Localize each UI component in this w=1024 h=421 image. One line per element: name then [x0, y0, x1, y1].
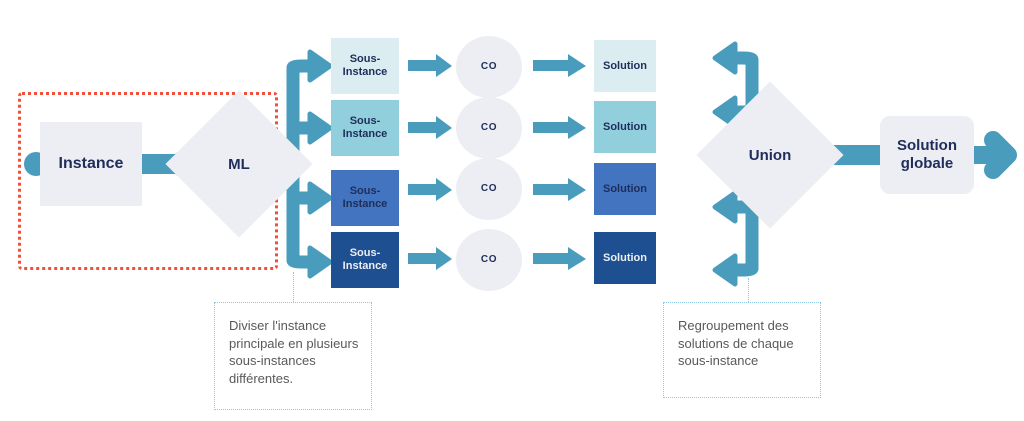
arrow-sub-to-co-4 [408, 247, 452, 270]
split-note-connector [293, 272, 294, 302]
co-circle-2[interactable]: CO [456, 97, 522, 159]
solution-box-4[interactable]: Solution [594, 232, 656, 284]
split-head-3 [307, 181, 333, 215]
ml-label: ML [228, 155, 250, 173]
arrow-co-to-sol-1 [533, 54, 586, 77]
ml-diamond[interactable]: ML [165, 90, 313, 238]
merge-arm-1 [723, 51, 759, 67]
sous-instance-box-4[interactable]: Sous-Instance [331, 232, 399, 288]
split-head-2 [307, 111, 333, 145]
arrow-co-to-sol-4 [533, 247, 586, 270]
union-label: Union [748, 146, 792, 164]
solution-label-1: Solution [603, 59, 647, 72]
sous-instance-box-2[interactable]: Sous-Instance [331, 100, 399, 156]
solution-box-3[interactable]: Solution [594, 163, 656, 215]
split-head-4 [307, 245, 333, 279]
co-label-3: CO [480, 183, 498, 195]
split-note-text: Diviser l'instance principale en plusieu… [229, 318, 359, 386]
sous-instance-box-1[interactable]: Sous-Instance [331, 38, 399, 94]
sous-instance-label-4: Sous-Instance [342, 247, 388, 272]
merge-head-4 [712, 253, 738, 287]
co-label-4: CO [480, 254, 498, 266]
arrow-co-to-sol-2 [533, 116, 586, 139]
solution-globale-label: Solution globale [897, 137, 957, 172]
merge-note-connector [748, 278, 749, 302]
solution-label-4: Solution [603, 251, 647, 264]
arrow-sub-to-co-2 [408, 116, 452, 139]
split-arm-4 [286, 253, 322, 269]
arrow-sub-to-co-1 [408, 54, 452, 77]
split-note: Diviser l'instance principale en plusieu… [214, 302, 372, 410]
final-arrow-head [984, 131, 1017, 179]
sous-instance-label-1: Sous-Instance [342, 53, 388, 78]
split-arm-1 [286, 59, 322, 75]
split-head-1 [307, 49, 333, 83]
co-circle-4[interactable]: CO [456, 229, 522, 291]
sous-instance-box-3[interactable]: Sous-Instance [331, 170, 399, 226]
co-label-2: CO [480, 122, 498, 134]
merge-head-1 [712, 41, 738, 75]
merge-note-text: Regroupement des solutions de chaque sou… [678, 318, 794, 369]
co-circle-3[interactable]: CO [456, 158, 522, 220]
instance-box[interactable]: Instance [40, 122, 142, 206]
co-circle-1[interactable]: CO [456, 36, 522, 98]
sous-instance-label-2: Sous-Instance [342, 115, 388, 140]
instance-label: Instance [58, 154, 124, 172]
co-label-1: CO [480, 61, 498, 73]
solution-label-3: Solution [603, 182, 647, 195]
solution-box-1[interactable]: Solution [594, 40, 656, 92]
sous-instance-label-3: Sous-Instance [342, 185, 388, 210]
merge-arm-4 [723, 261, 759, 277]
union-diamond[interactable]: Union [696, 81, 844, 229]
solution-globale-box[interactable]: Solution globale [880, 116, 974, 194]
solution-box-2[interactable]: Solution [594, 101, 656, 153]
split-arrowheads [307, 49, 333, 279]
arrow-sub-to-co-3 [408, 178, 452, 201]
arrow-co-to-sol-3 [533, 178, 586, 201]
merge-note: Regroupement des solutions de chaque sou… [663, 302, 821, 398]
solution-label-2: Solution [603, 120, 647, 133]
